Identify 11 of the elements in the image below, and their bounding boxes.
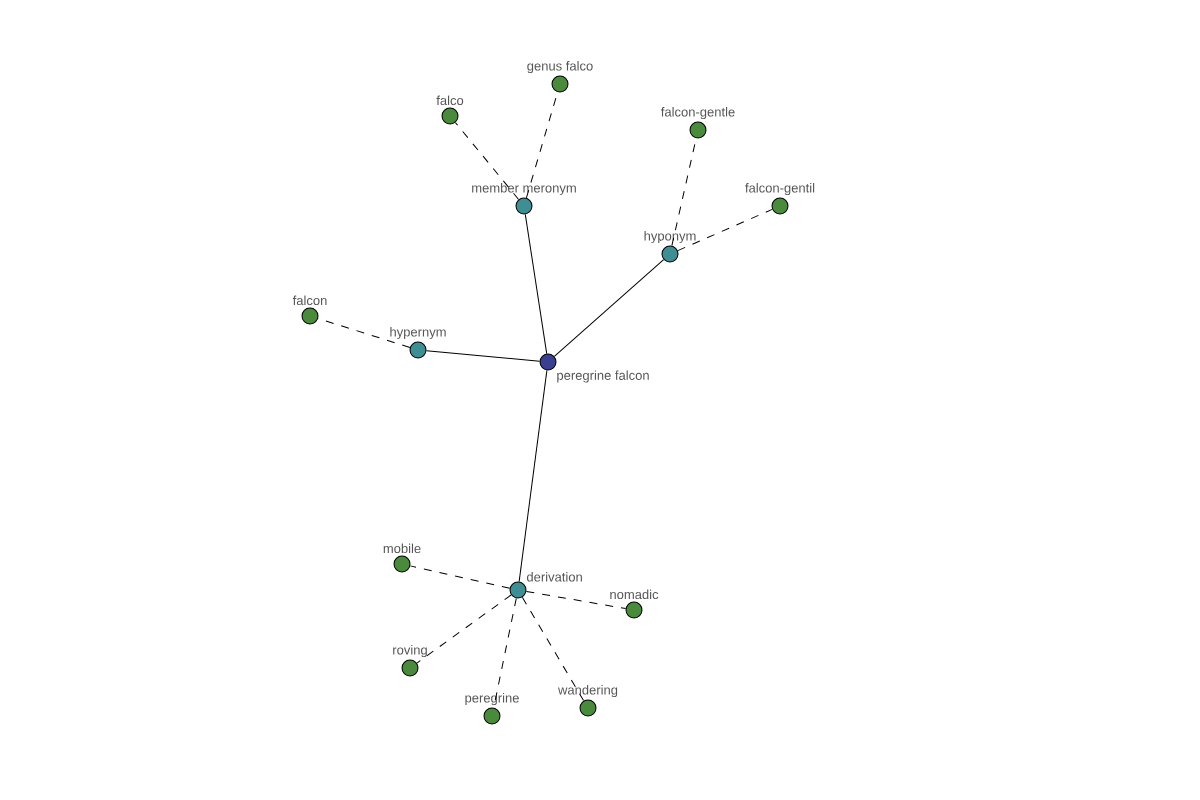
connector bbox=[525, 590, 627, 610]
connector bbox=[553, 259, 665, 357]
connector bbox=[518, 369, 548, 583]
connector bbox=[425, 350, 541, 362]
connector bbox=[416, 594, 512, 664]
connector bbox=[317, 318, 411, 348]
connector bbox=[524, 213, 548, 355]
connector bbox=[454, 122, 520, 200]
connector bbox=[521, 596, 585, 702]
connector bbox=[409, 565, 511, 589]
connector bbox=[677, 208, 773, 252]
